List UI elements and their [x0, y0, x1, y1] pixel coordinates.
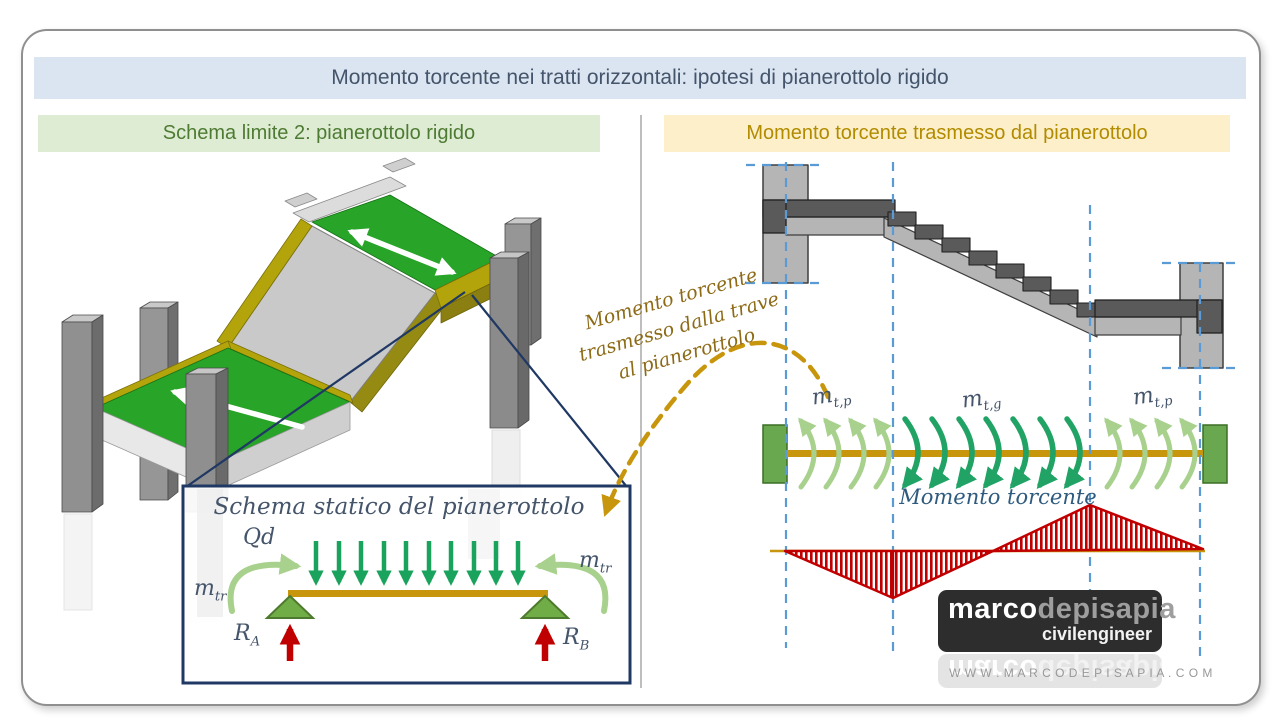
logo-tagline: civilengineer	[1041, 624, 1152, 644]
upper-landing-direction-arrow	[347, 228, 457, 276]
inset-box-frame	[181, 484, 632, 685]
left-panel-header-label: Schema limite 2: pianerottolo rigido	[162, 122, 476, 144]
inset-beam-bar	[288, 590, 548, 597]
moment-arrow-right	[534, 553, 609, 614]
torsion-positive-triangle	[991, 503, 1205, 553]
label-mtr-right: mtr	[579, 548, 612, 577]
side-view-steps	[887, 211, 1106, 318]
torsion-arrows-dark-middle	[901, 416, 1085, 490]
dashed-guides	[746, 162, 1240, 660]
staircase-3d	[61, 157, 542, 623]
load-label: Qd	[243, 525, 276, 550]
torsion-moment-diagram	[770, 503, 1205, 600]
label-mtg: mt,g	[960, 385, 1003, 415]
torsion-arrows-light-left	[798, 417, 892, 490]
support-triangle-left	[264, 594, 316, 619]
logo: marcodepisapia civilengineer	[938, 590, 1176, 652]
label-mtr-left: mtr	[194, 576, 227, 605]
logo-brand: marcodepisapia	[948, 593, 1176, 625]
torsion-arrows-light-right	[1104, 417, 1198, 490]
label-mtp-right: mt,p	[1131, 382, 1174, 412]
label-mtp-left: mt,p	[810, 382, 853, 412]
moment-arrow-left	[227, 553, 302, 614]
torsion-negative-triangle	[783, 549, 995, 600]
staircase-side-view	[762, 164, 1224, 369]
slide-title-bar: Momento torcente nei tratti orizzontali:…	[34, 57, 1246, 99]
inset-title: Schema statico del pianerottolo	[213, 494, 585, 520]
inset-box	[181, 484, 632, 685]
gold-dashed-arrow	[601, 340, 831, 517]
column-front-right	[489, 251, 530, 429]
slide-title: Momento torcente nei tratti orizzontali:…	[331, 66, 949, 89]
left-panel-header: Schema limite 2: pianerottolo rigido	[38, 115, 600, 152]
column-front-left	[61, 314, 104, 513]
label-reaction-a: RA	[234, 621, 261, 650]
beam-bar	[787, 450, 1203, 457]
website-url: W W W . M A R C O D E P I S A P I A . C …	[949, 666, 1213, 680]
beam-support-block-right	[1202, 424, 1228, 484]
distributed-load-arrows	[308, 541, 526, 586]
beam-caption: Momento torcente	[899, 485, 1097, 509]
support-triangle-right	[519, 594, 571, 619]
label-reaction-b: RB	[563, 625, 590, 654]
right-panel-header: Momento torcente trasmesso dal pianerott…	[664, 115, 1230, 152]
beam-torsion-diagram	[762, 416, 1228, 490]
callout-lines	[185, 291, 628, 488]
beam-support-block-left	[762, 424, 788, 484]
right-panel-header-label: Momento torcente trasmesso dal pianerott…	[746, 122, 1148, 144]
